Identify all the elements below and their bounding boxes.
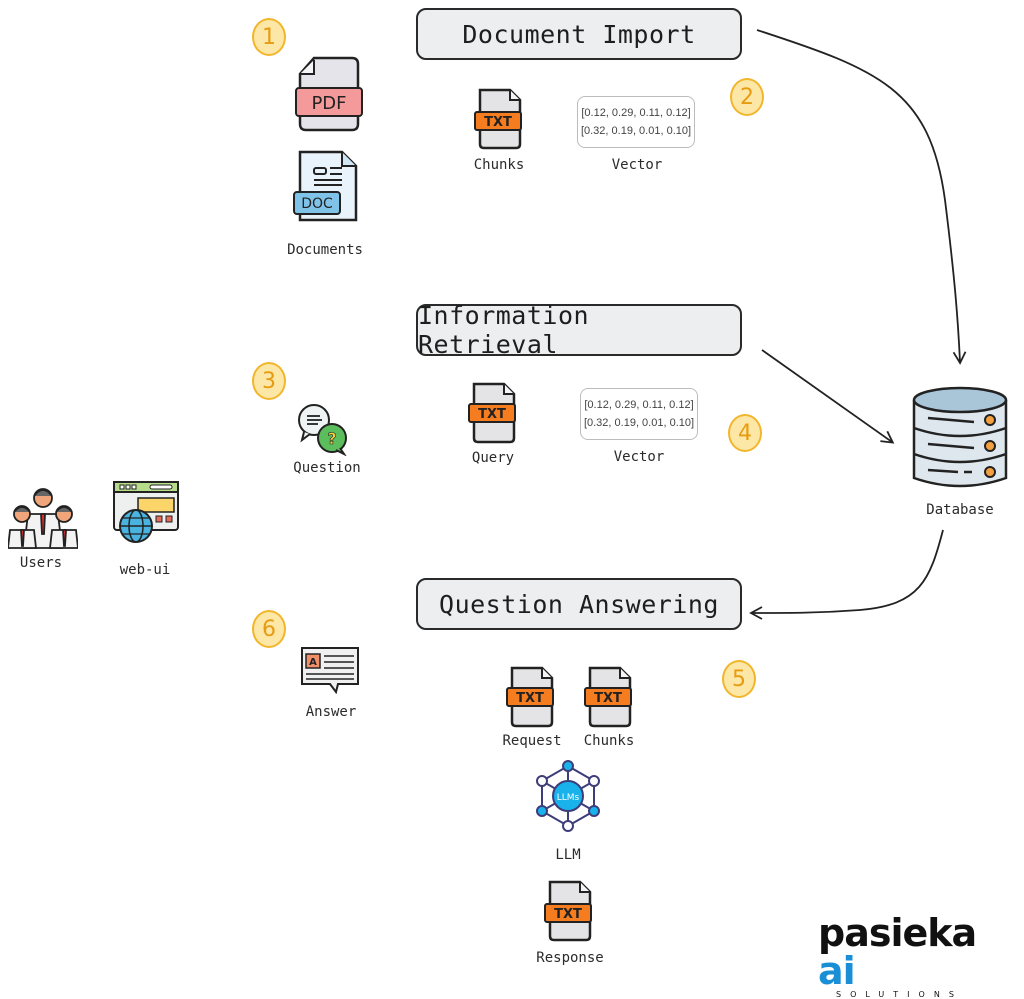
txt-file-icon: TXT — [506, 666, 554, 728]
txt-label: TXT — [554, 907, 582, 922]
txt-file-icon: TXT — [474, 88, 522, 150]
section-information-retrieval: Information Retrieval — [416, 301, 742, 359]
vector-box-retrieval: [0.12, 0.29, 0.11, 0.12] [0.32, 0.19, 0.… — [580, 388, 698, 440]
txt-label: TXT — [594, 691, 622, 706]
step-badge-6: 6 — [252, 610, 286, 648]
llm-network-icon: LLMs — [536, 760, 600, 832]
logo-accent: ai — [818, 949, 856, 993]
answer-label: Answer — [305, 704, 357, 720]
answer-letter: A — [309, 657, 317, 668]
users-label: Users — [19, 555, 63, 571]
svg-text:?: ? — [327, 429, 336, 448]
chunks-label: Chunks — [583, 733, 635, 749]
request-label: Request — [502, 733, 562, 749]
txt-label: TXT — [516, 691, 544, 706]
users-icon — [8, 488, 78, 549]
doc-label: DOC — [301, 196, 333, 212]
txt-label: TXT — [478, 407, 506, 422]
vector-label: Vector — [611, 157, 663, 173]
arrow-database-to-answering — [749, 529, 944, 620]
logo-subtitle: SOLUTIONS — [836, 990, 963, 999]
pasieka-ai-logo: pasieka ai SOLUTIONS — [818, 914, 1024, 999]
query-label: Query — [471, 450, 515, 466]
flow-arrows — [749, 29, 967, 620]
step-badge-1: 1 — [252, 18, 286, 56]
txt-file-icon: TXT — [468, 382, 516, 444]
vector-label: Vector — [613, 449, 665, 465]
doc-file-icon: DOC — [293, 150, 358, 222]
database-label: Database — [926, 502, 994, 518]
vector-row: [0.32, 0.19, 0.01, 0.10] — [580, 125, 692, 137]
llm-label: LLM — [555, 847, 581, 863]
logo-wordmark: pasieka — [818, 911, 977, 955]
question-chat-icon: ? — [298, 404, 347, 456]
step-badge-2: 2 — [730, 78, 764, 116]
web-ui-icon — [113, 481, 179, 543]
section-title: Question Answering — [439, 589, 719, 619]
txt-label: TXT — [484, 115, 512, 130]
step-badge-3: 3 — [252, 362, 286, 400]
documents-label: Documents — [287, 242, 363, 258]
arrow-retrieval-to-database — [761, 349, 895, 444]
vector-row: [0.32, 0.19, 0.01, 0.10] — [583, 417, 695, 429]
database-icon — [912, 386, 1008, 488]
response-label: Response — [536, 950, 604, 966]
vector-row: [0.12, 0.29, 0.11, 0.12] — [581, 107, 691, 119]
pdf-label: PDF — [311, 93, 346, 114]
chunks-label: Chunks — [473, 157, 525, 173]
pdf-file-icon: PDF — [295, 56, 363, 132]
section-document-import: Document Import — [416, 8, 742, 60]
rag-diagram: Document Import Information Retrieval Qu… — [8, 8, 1008, 999]
step-badge-4: 4 — [728, 414, 762, 452]
question-label: Question — [293, 460, 361, 476]
vector-row: [0.12, 0.29, 0.11, 0.12] — [584, 399, 694, 411]
answer-icon: A — [301, 647, 359, 694]
web-ui-label: web-ui — [119, 562, 171, 578]
txt-file-icon: TXT — [544, 880, 592, 942]
txt-file-icon: TXT — [584, 666, 632, 728]
arrow-import-to-database — [756, 29, 967, 365]
section-question-answering: Question Answering — [416, 578, 742, 630]
section-title: Information Retrieval — [418, 301, 590, 359]
llms-label: LLMs — [557, 793, 580, 803]
section-title: Document Import — [462, 19, 696, 49]
step-badge-5: 5 — [722, 660, 756, 698]
vector-box-import: [0.12, 0.29, 0.11, 0.12] [0.32, 0.19, 0.… — [577, 96, 695, 148]
